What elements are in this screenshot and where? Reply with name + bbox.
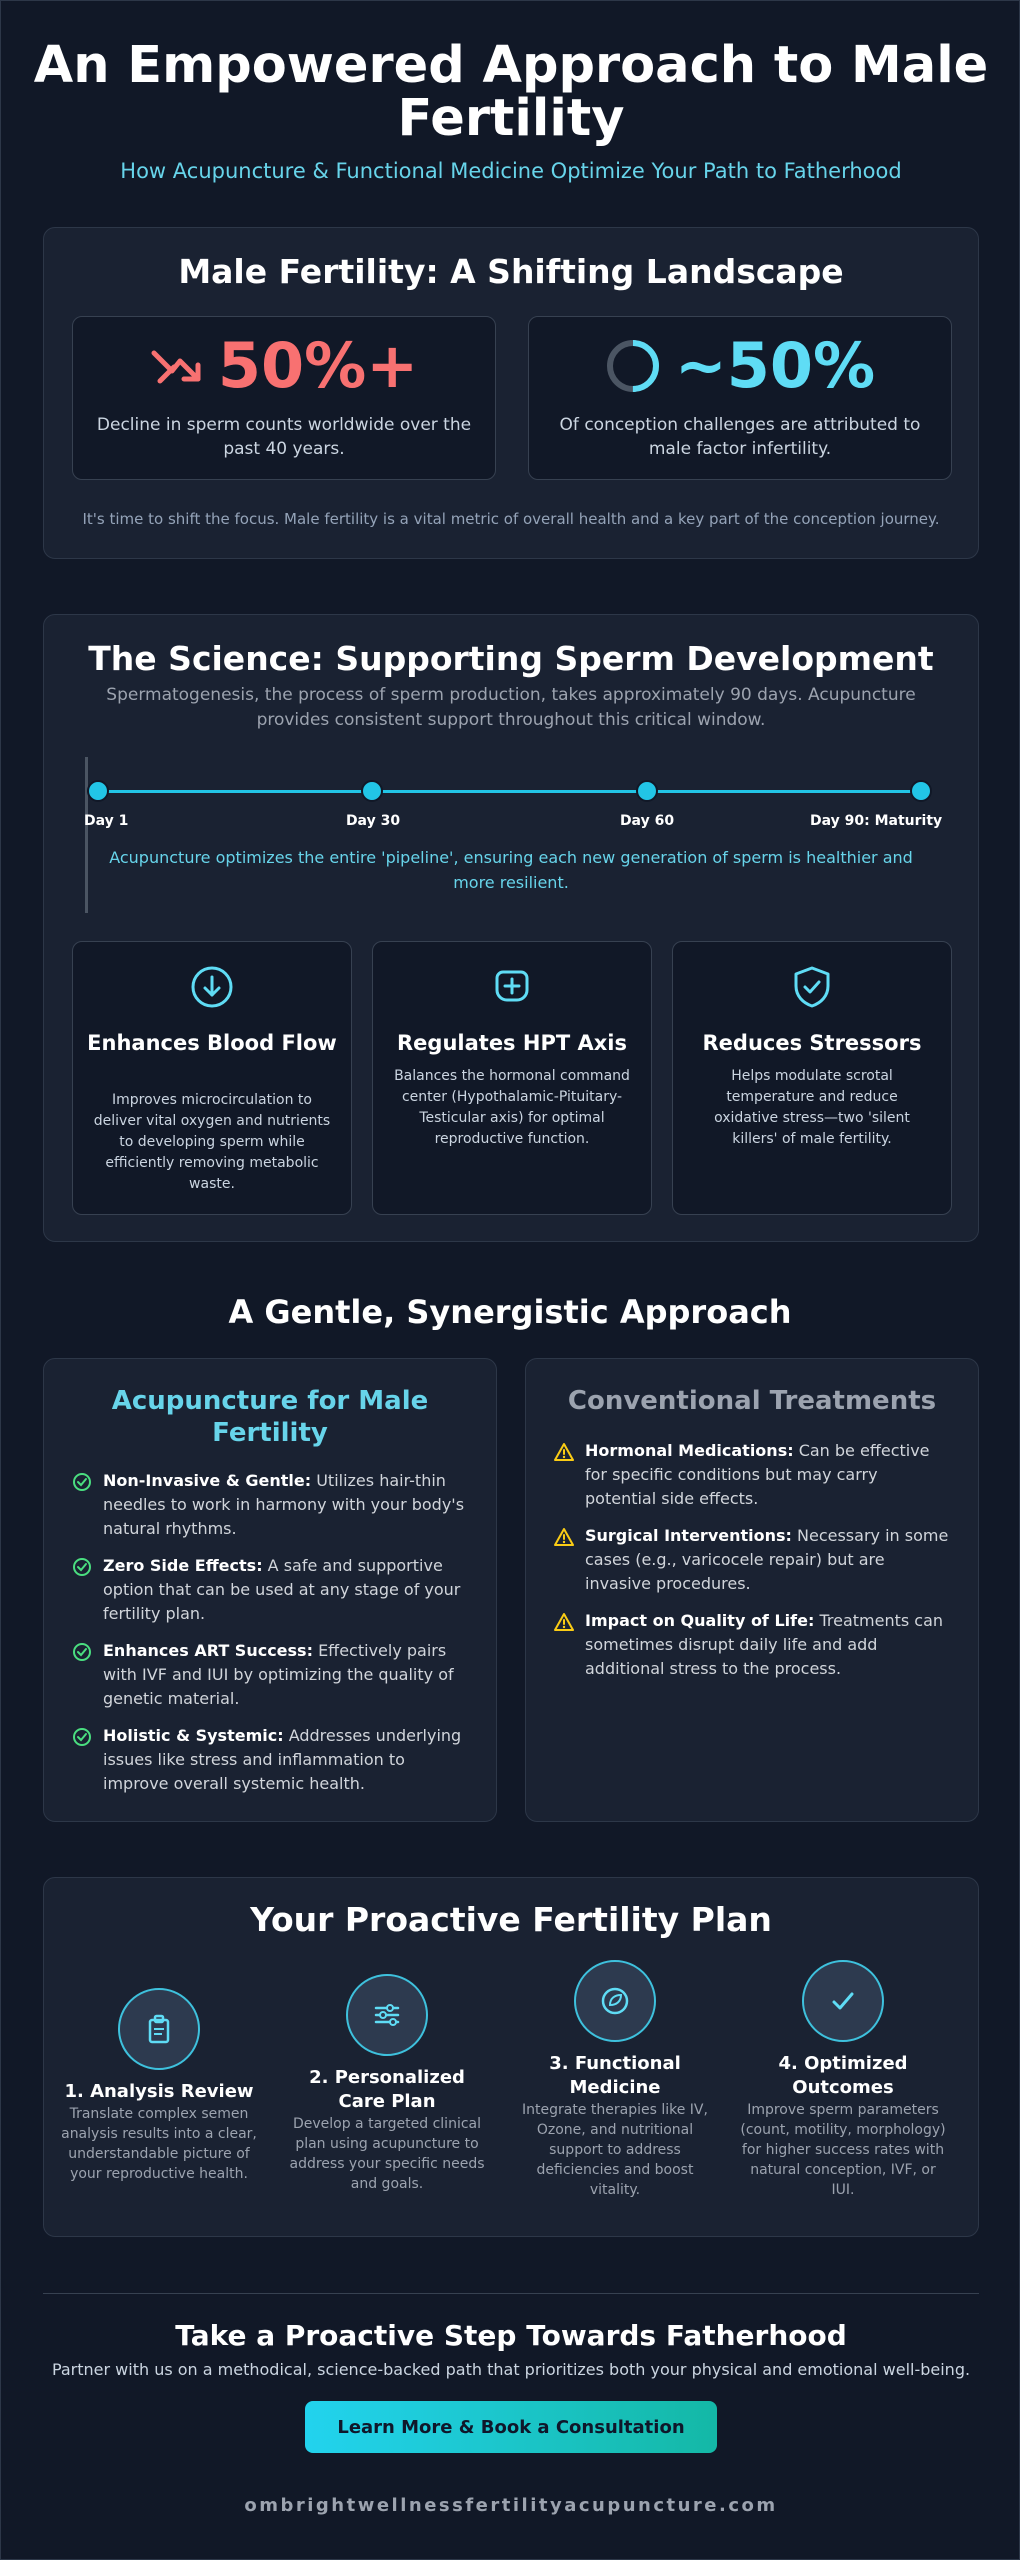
plan-step-title: 4. Optimized Outcomes <box>778 2053 908 2098</box>
plan-step-2: 2. Personalized Care Plan Develop a targ… <box>284 1974 490 2194</box>
plan-step-title: 3. Functional Medicine <box>549 2053 681 2098</box>
science-intro: Spermatogenesis, the process of sperm pr… <box>106 685 916 730</box>
warning-icon <box>554 1443 574 1461</box>
acupuncture-item-2: Zero Side Effects: A safe and supportive… <box>72 1554 470 1626</box>
plan-section: Your Proactive Fertility Plan 1. Analysi… <box>43 1877 979 2237</box>
item-label: Surgical Interventions: <box>585 1526 792 1545</box>
warning-icon <box>554 1528 574 1546</box>
plan-title: Your Proactive Fertility Plan <box>250 1900 772 1939</box>
feature-description-hpt-axis: Balances the hormonal command center (Hy… <box>394 1068 630 1147</box>
plan-step-title: 2. Personalized Care Plan <box>309 2067 465 2112</box>
item-text: Addresses underlying issues like stress … <box>103 1726 462 1793</box>
warning-icon <box>554 1613 574 1631</box>
timeline-marker-day1 <box>87 780 109 802</box>
plan-step-1: 1. Analysis Review Translate complex sem… <box>56 1988 262 2184</box>
check-circle-icon <box>73 1728 91 1746</box>
plan-step-description: Translate complex semen analysis results… <box>61 2106 257 2182</box>
timeline-marker-day30 <box>361 780 383 802</box>
feature-title-stressors: Reduces Stressors <box>702 1031 922 1055</box>
check-circle-icon <box>73 1643 91 1661</box>
plan-step-description: Integrate therapies like IV, Ozone, and … <box>522 2102 708 2198</box>
item-text: A safe and supportive option that can be… <box>103 1556 461 1623</box>
plan-step-3: 3. Functional Medicine Integrate therapi… <box>512 1960 718 2200</box>
item-text: Effectively pairs with IVF and IUI by op… <box>103 1641 454 1708</box>
conventional-item-1: Hormonal Medications: Can be effective f… <box>554 1439 952 1511</box>
item-label: Hormonal Medications: <box>585 1441 794 1460</box>
stat-description-decline: Decline in sperm counts worldwide over t… <box>96 415 472 459</box>
item-label: Enhances ART Success: <box>103 1641 313 1660</box>
landscape-note: It's time to shift the focus. Male ferti… <box>82 510 940 528</box>
website-link[interactable]: ombrightwellnessfertilityacupuncture.com <box>244 2495 778 2516</box>
clipboard-icon <box>148 2014 170 2044</box>
conventional-column: Conventional Treatments Hormonal Medicat… <box>525 1358 979 1822</box>
shield-check-icon <box>794 966 830 1008</box>
check-icon <box>832 1992 854 2010</box>
stat-card-male-factor: ~50% Of conception challenges are attrib… <box>528 316 952 480</box>
feature-description-stressors: Helps modulate scrotal temperature and r… <box>714 1068 910 1147</box>
page-title: An Empowered Approach to Male Fertility <box>33 36 989 148</box>
item-label: Holistic & Systemic: <box>103 1726 284 1745</box>
timeline-side-rule <box>85 757 88 913</box>
item-label: Non-Invasive & Gentle: <box>103 1471 312 1490</box>
timeline-marker-day60 <box>636 780 658 802</box>
stat-value-male-factor: ~50% <box>674 329 876 402</box>
timeline-marker-day90 <box>910 780 932 802</box>
item-text: Necessary in some cases (e.g., varicocel… <box>585 1526 949 1593</box>
plan-step-title: 1. Analysis Review <box>64 2081 254 2102</box>
item-text: Can be effective for specific conditions… <box>585 1441 930 1508</box>
conventional-column-title: Conventional Treatments <box>567 1386 937 1416</box>
ring-progress-icon <box>606 340 659 392</box>
feature-title-hpt-axis: Regulates HPT Axis <box>397 1031 627 1055</box>
cta-title: Take a Proactive Step Towards Fatherhood <box>175 2319 847 2352</box>
footer-divider <box>43 2293 979 2294</box>
arrow-down-circle-icon <box>191 966 233 1008</box>
science-section: The Science: Supporting Sperm Developmen… <box>43 614 979 1242</box>
check-circle-icon <box>73 1473 91 1491</box>
page-subtitle: How Acupuncture & Functional Medicine Op… <box>120 159 902 183</box>
acupuncture-item-3: Enhances ART Success: Effectively pairs … <box>72 1639 470 1711</box>
timeline-label-day60: Day 60 <box>619 813 675 829</box>
book-consultation-button[interactable]: Learn More & Book a Consultation <box>305 2401 717 2453</box>
conventional-item-3: Impact on Quality of Life: Treatments ca… <box>554 1609 952 1681</box>
check-circle-icon <box>73 1558 91 1576</box>
acupuncture-item-4: Holistic & Systemic: Addresses underlyin… <box>72 1724 470 1796</box>
item-text: Utilizes hair-thin needles to work in ha… <box>103 1471 465 1538</box>
landscape-title: Male Fertility: A Shifting Landscape <box>178 252 844 291</box>
timeline-line <box>98 790 924 793</box>
conventional-item-2: Surgical Interventions: Necessary in som… <box>554 1524 952 1596</box>
trending-down-icon <box>151 350 201 384</box>
stat-description-male-factor: Of conception challenges are attributed … <box>559 415 921 459</box>
acupuncture-column-title: Acupuncture for Male Fertility <box>111 1386 429 1448</box>
cta-subtitle: Partner with us on a methodical, science… <box>51 2360 971 2379</box>
acupuncture-item-1: Non-Invasive & Gentle: Utilizes hair-thi… <box>72 1469 470 1541</box>
feature-card-blood-flow: Enhances Blood Flow Improves microcircul… <box>72 941 352 1215</box>
stat-card-sperm-decline: 50%+ Decline in sperm counts worldwide o… <box>72 316 496 480</box>
item-label: Zero Side Effects: <box>103 1556 263 1575</box>
compare-title: A Gentle, Synergistic Approach <box>228 1293 792 1331</box>
timeline-label-day90: Day 90: Maturity <box>810 813 943 829</box>
stat-value-decline: 50%+ <box>217 329 419 402</box>
sliders-icon <box>374 2004 400 2026</box>
feature-description-blood-flow: Improves microcirculation to deliver vit… <box>93 1092 331 1192</box>
feature-card-hpt-axis: Regulates HPT Axis Balances the hormonal… <box>372 941 652 1215</box>
item-text: Treatments can sometimes disrupt daily l… <box>585 1611 944 1678</box>
plan-step-description: Improve sperm parameters (count, motilit… <box>740 2102 946 2198</box>
feature-title-blood-flow: Enhances Blood Flow <box>87 1031 337 1055</box>
brain-plus-icon <box>495 970 529 1002</box>
feature-card-stressors: Reduces Stressors Helps modulate scrotal… <box>672 941 952 1215</box>
timeline-note: Acupuncture optimizes the entire 'pipeli… <box>109 848 913 892</box>
plan-step-description: Develop a targeted clinical plan using a… <box>289 2116 485 2192</box>
leaf-circle-icon <box>601 1987 629 2015</box>
science-title: The Science: Supporting Sperm Developmen… <box>88 639 934 678</box>
item-label: Impact on Quality of Life: <box>585 1611 815 1630</box>
plan-step-4: 4. Optimized Outcomes Improve sperm para… <box>740 1960 946 2200</box>
timeline-label-day30: Day 30 <box>345 813 401 829</box>
landscape-section: Male Fertility: A Shifting Landscape 50%… <box>43 227 979 559</box>
acupuncture-column: Acupuncture for Male Fertility Non-Invas… <box>43 1358 497 1822</box>
timeline-label-day1: Day 1 <box>84 813 129 829</box>
